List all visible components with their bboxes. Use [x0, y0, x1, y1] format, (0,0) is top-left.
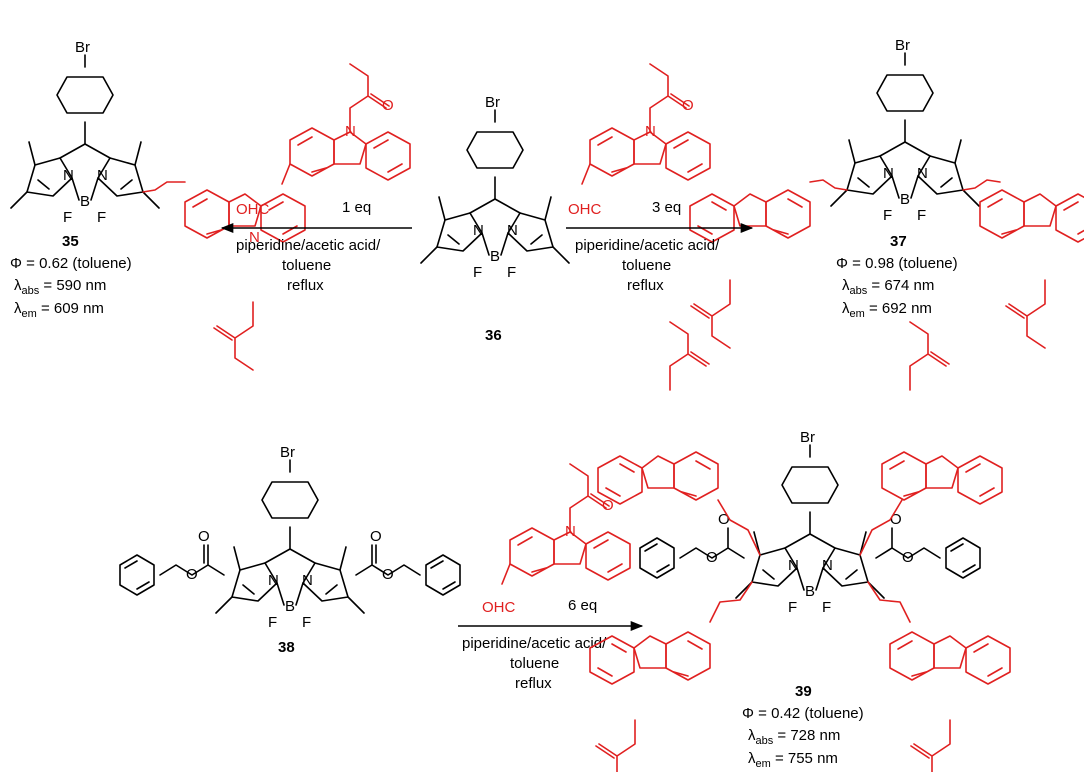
- c37-emission: λem = 692 nm: [842, 300, 932, 320]
- atom-o: O: [382, 97, 394, 114]
- compound-36: Br N N B F F: [420, 94, 570, 281]
- compound-number-38: 38: [278, 639, 295, 656]
- compound-37: Br N N B F F: [689, 37, 1084, 349]
- reagent-bottom-ohc: OHC: [482, 599, 516, 616]
- c39-quantum-yield: Φ = 0.42 (toluene): [742, 705, 864, 722]
- right-cond-1: piperidine/acetic acid/: [575, 237, 720, 254]
- atom-n: N: [63, 167, 74, 184]
- atom-n: N: [97, 167, 108, 184]
- reagent-left-ohc: OHC: [236, 201, 270, 218]
- c37-absorption: λabs = 674 nm: [842, 277, 934, 297]
- left-cond-2: toluene: [282, 257, 331, 274]
- atom-f: F: [97, 209, 106, 226]
- atom-n: N: [249, 229, 260, 246]
- compound-number-37: 37: [890, 233, 907, 250]
- atom-o: O: [198, 528, 210, 545]
- atom-br: Br: [75, 39, 90, 56]
- atom-n: N: [507, 222, 518, 239]
- right-cond-2: toluene: [622, 257, 671, 274]
- atom-o: O: [370, 528, 382, 545]
- reagent-aldehyde-left: N O: [281, 63, 411, 185]
- atom-n: N: [645, 123, 656, 140]
- left-equiv: 1 eq: [342, 199, 371, 216]
- atom-f: F: [917, 207, 926, 224]
- bottom-cond-3: reflux: [515, 675, 552, 692]
- atom-n: N: [473, 222, 484, 239]
- reagent-aldehyde-bottom: N O: [501, 463, 631, 585]
- atom-f: F: [302, 614, 311, 631]
- atom-f: F: [822, 599, 831, 616]
- atom-o: O: [718, 511, 730, 528]
- reagent-right-ohc: OHC: [568, 201, 602, 218]
- bottom-equiv: 6 eq: [568, 597, 597, 614]
- atom-o: O: [706, 549, 718, 566]
- right-cond-3: reflux: [627, 277, 664, 294]
- atom-n: N: [917, 165, 928, 182]
- atom-n: N: [345, 123, 356, 140]
- atom-n: N: [268, 572, 279, 589]
- compound-number-39: 39: [795, 683, 812, 700]
- bottom-cond-2: toluene: [510, 655, 559, 672]
- atom-f: F: [507, 264, 516, 281]
- atom-o: O: [382, 566, 394, 583]
- c35-absorption: λabs = 590 nm: [14, 277, 106, 297]
- c35-quantum-yield: Φ = 0.62 (toluene): [10, 255, 132, 272]
- atom-o: O: [186, 566, 198, 583]
- c37-quantum-yield: Φ = 0.98 (toluene): [836, 255, 958, 272]
- atom-b: B: [80, 193, 90, 210]
- atom-f: F: [63, 209, 72, 226]
- atom-br: Br: [280, 444, 295, 461]
- c39-emission: λem = 755 nm: [748, 750, 838, 770]
- atom-f: F: [788, 599, 797, 616]
- atom-b: B: [900, 191, 910, 208]
- bottom-cond-1: piperidine/acetic acid/: [462, 635, 607, 652]
- atom-br: Br: [800, 429, 815, 446]
- left-cond-3: reflux: [287, 277, 324, 294]
- c35-emission: λem = 609 nm: [14, 300, 104, 320]
- compound-number-36: 36: [485, 327, 502, 344]
- atom-f: F: [883, 207, 892, 224]
- atom-f: F: [473, 264, 482, 281]
- right-equiv: 3 eq: [652, 199, 681, 216]
- atom-f: F: [268, 614, 277, 631]
- atom-n: N: [565, 523, 576, 540]
- atom-br: Br: [895, 37, 910, 54]
- atom-o: O: [682, 97, 694, 114]
- atom-b: B: [805, 583, 815, 600]
- compound-39: Br N N B F F O O O O: [589, 321, 1011, 772]
- atom-n: N: [302, 572, 313, 589]
- atom-o: O: [902, 549, 914, 566]
- compound-38: Br N N B F F O O O O: [119, 444, 461, 631]
- atom-o: O: [602, 497, 614, 514]
- compound-number-35: 35: [62, 233, 79, 250]
- atom-n: N: [822, 557, 833, 574]
- atom-n: N: [788, 557, 799, 574]
- left-cond-1: piperidine/acetic acid/: [236, 237, 381, 254]
- compound-35: Br N N B F F N: [10, 39, 306, 371]
- atom-b: B: [285, 598, 295, 615]
- reagent-aldehyde-right: N O: [581, 63, 711, 185]
- atom-n: N: [883, 165, 894, 182]
- atom-br: Br: [485, 94, 500, 111]
- c39-absorption: λabs = 728 nm: [748, 727, 840, 747]
- atom-o: O: [890, 511, 902, 528]
- atom-b: B: [490, 248, 500, 265]
